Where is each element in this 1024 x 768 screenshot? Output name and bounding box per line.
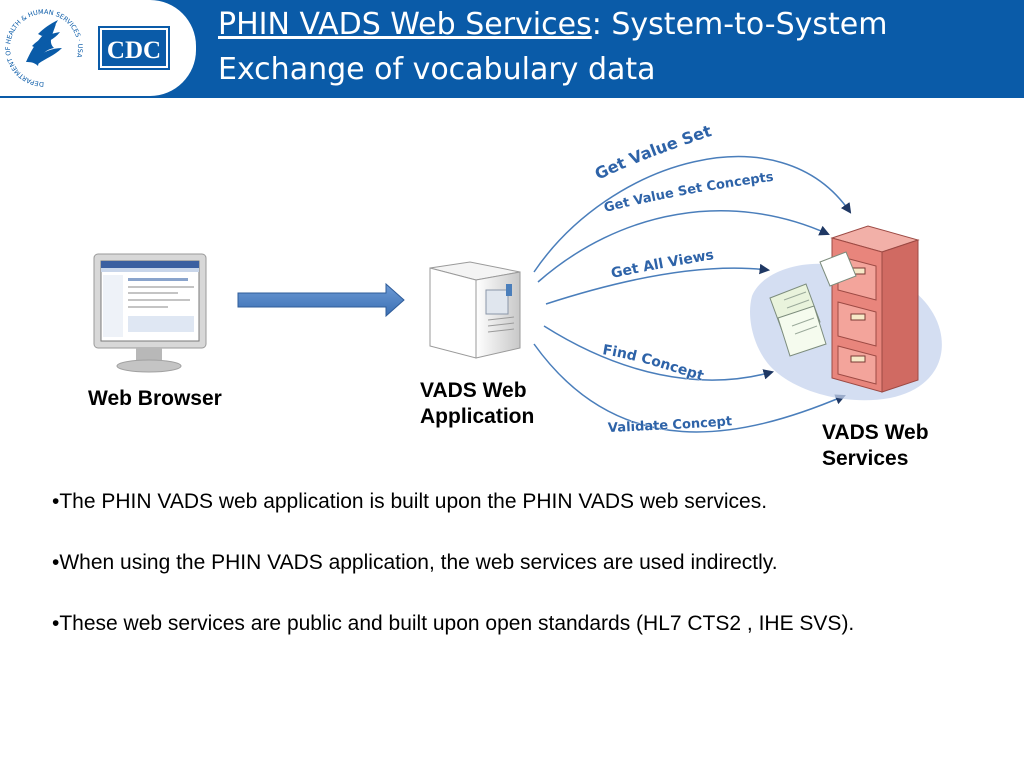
validate-concept-arrow [533,343,846,433]
bullet-item: •The PHIN VADS web application is built … [52,490,768,513]
bullet-list: •The PHIN VADS web application is built … [52,486,982,669]
server-icon [429,261,521,359]
title-banner: DEPARTMENT OF HEALTH & HUMAN SERVICES · … [0,0,1024,98]
svg-text:CDC: CDC [107,37,161,64]
get-value-set-concepts-arrow [537,210,830,283]
vads-services-label: VADS Web Services [822,421,929,470]
web-browser-label: Web Browser [88,387,222,410]
op-label-get-value-set-concepts: Get Value Set Concepts [602,170,774,216]
web-services-diagram: Get Value Set Get Value Set Concepts Get… [93,121,942,436]
op-label-find-concept: Find Concept [601,342,706,384]
title-rest: : System-to-System Exchange of vocabular… [218,7,888,87]
web-browser-monitor-icon [93,253,207,373]
op-label-get-all-views: Get All Views [610,247,715,282]
op-label-get-value-set: Get Value Set [592,121,714,183]
hhs-seal-icon: DEPARTMENT OF HEALTH & HUMAN SERVICES · … [4,8,84,88]
filing-cabinet-icon [750,225,942,401]
cdc-logo: CDC [98,26,170,70]
find-concept-arrow [543,325,775,381]
logo-panel: DEPARTMENT OF HEALTH & HUMAN SERVICES · … [0,0,196,96]
bullet-item: •When using the PHIN VADS application, t… [52,551,778,574]
vads-app-label: VADS Web Application [420,379,535,428]
browser-to-app-arrow [237,282,405,318]
page-title: PHIN VADS Web Services: System-to-System… [218,2,1018,92]
title-link[interactable]: PHIN VADS Web Services [218,7,592,42]
get-all-views-arrow [545,263,771,305]
get-value-set-arrow [533,155,852,273]
op-label-validate-concept: Validate Concept [608,414,733,436]
bullet-item: •These web services are public and built… [52,612,855,635]
